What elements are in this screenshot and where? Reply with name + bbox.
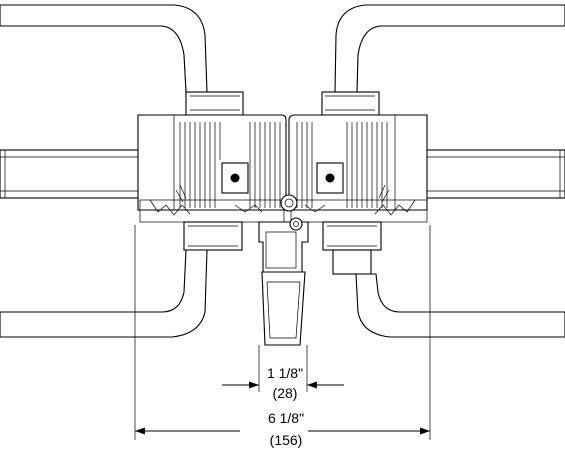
inner-dimension-imperial: 1 1/8" [267, 365, 303, 381]
right-lever-handle-top [334, 4, 565, 93]
left-cylinder-cap [221, 162, 249, 194]
left-lever-handle-bottom [0, 249, 208, 338]
left-seal-detail [149, 184, 263, 216]
center-stile [258, 194, 309, 346]
overall-dimension-imperial: 6 1/8" [268, 410, 304, 426]
left-rose [185, 91, 244, 116]
right-lock-housing [288, 114, 428, 223]
left-lever-handle-top [0, 4, 208, 93]
left-fins [179, 122, 281, 208]
right-rose [321, 91, 380, 116]
inner-dimension-metric: (28) [273, 385, 298, 401]
overall-dimension-line [135, 421, 430, 441]
overall-dimension-metric: (156) [270, 432, 303, 448]
right-cylinder-cap [316, 162, 344, 194]
right-seal-detail [304, 184, 416, 216]
left-lower-rose [183, 221, 243, 251]
left-lock-housing [137, 114, 287, 223]
right-lever-handle-bottom [355, 273, 565, 338]
right-lower-rose [322, 221, 382, 275]
